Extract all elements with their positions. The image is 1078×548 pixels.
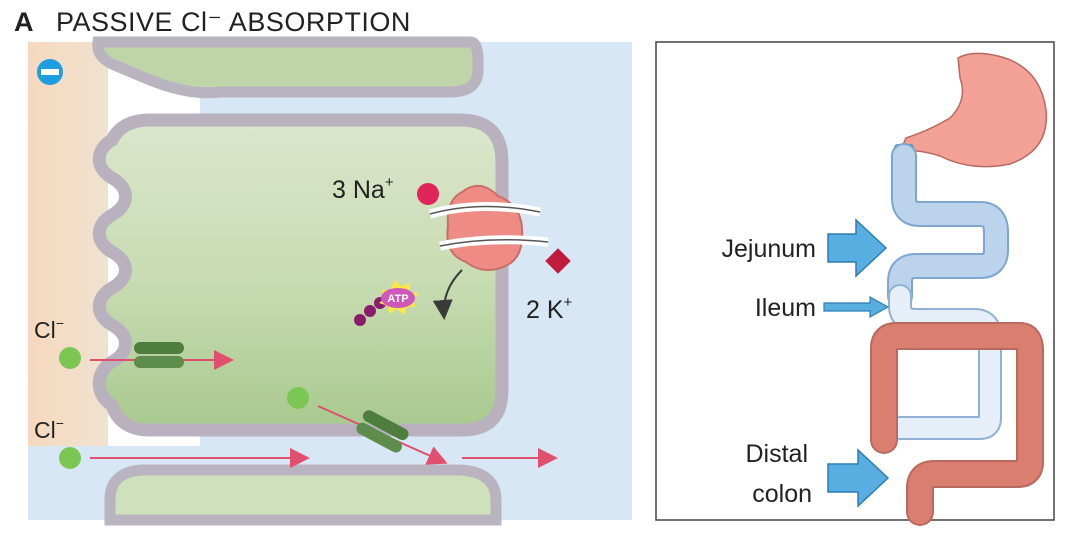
chloride-label-1-sup: − <box>56 315 64 331</box>
upper-cell <box>92 36 484 99</box>
lower-cell <box>104 464 502 526</box>
colon-fill <box>872 324 1042 524</box>
gut-diagram: Jejunum Ileum Distal colon <box>655 41 1055 526</box>
jejunum-fill <box>889 145 1007 307</box>
sodium-label-text: 3 Na <box>332 176 385 204</box>
chloride-label-1: Cl− <box>34 315 64 343</box>
chloride-ion-1 <box>59 347 81 369</box>
potassium-label: 2 K+ <box>526 294 573 324</box>
chloride-channel-1 <box>134 342 184 368</box>
atp-hydrolysis-arrow <box>432 269 463 320</box>
panel-letter: A <box>14 6 34 37</box>
lumen-region <box>28 42 108 520</box>
stomach <box>898 52 1048 168</box>
distal-label-line1: Distal <box>745 440 808 468</box>
chloride-label-2-text: Cl <box>34 417 56 443</box>
chloride-ion-2 <box>59 447 81 469</box>
distal-label-line2: colon <box>752 480 812 508</box>
jejunum-arrow-icon <box>827 218 888 278</box>
potassium-label-text: 2 K <box>526 296 564 324</box>
potassium-label-sup: + <box>564 294 573 311</box>
chloride-channel-2 <box>356 410 409 453</box>
chloride-label-1-text: Cl <box>34 317 56 343</box>
pump-arrow-upper-outline <box>429 205 541 215</box>
ileum-label: Ileum <box>755 294 816 322</box>
negative-charge-bar <box>41 69 59 75</box>
cell-diagram: 3 Na+ 2 K+ ATP Cl− Cl− <box>28 36 632 526</box>
atp-molecule: ATP <box>354 280 419 326</box>
ileum-arrow-icon <box>823 295 890 319</box>
sodium-label-sup: + <box>385 174 394 191</box>
chloride-ion-3 <box>287 387 309 409</box>
chloride-label-2-sup: − <box>56 415 64 431</box>
figure-header: A PASSIVE Cl⁻ ABSORPTION <box>14 4 411 40</box>
pump-arrow-lower-outline <box>439 239 549 247</box>
potassium-ion <box>545 248 571 274</box>
main-cell <box>92 113 509 437</box>
sodium-label: 3 Na+ <box>332 174 394 204</box>
jejunum-label: Jejunum <box>722 235 817 263</box>
atp-label: ATP <box>387 293 408 305</box>
distal-colon-arrow-icon <box>827 448 890 508</box>
figure-title: PASSIVE Cl⁻ ABSORPTION <box>56 6 411 37</box>
sodium-ion <box>417 183 439 205</box>
chloride-label-2: Cl− <box>34 415 64 443</box>
